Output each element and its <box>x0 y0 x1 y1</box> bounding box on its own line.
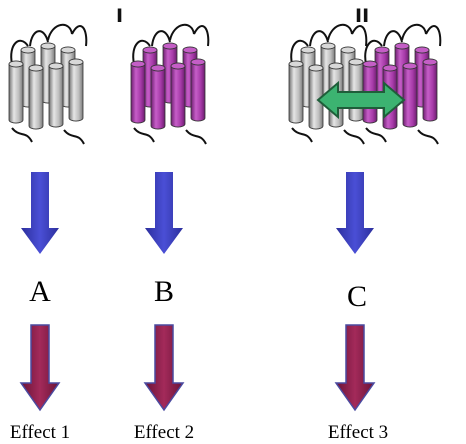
helix-cap <box>394 42 410 50</box>
helix-cap <box>340 46 356 54</box>
helix-cap <box>362 60 378 68</box>
helix-cap <box>402 62 418 70</box>
helix-cap <box>422 58 438 66</box>
helix-cylinder <box>422 61 438 122</box>
tail-line <box>417 129 439 145</box>
helix-cap <box>190 58 206 66</box>
loop-line <box>10 24 88 65</box>
effect-label-2: Effect 2 <box>134 422 194 443</box>
helix-cap <box>182 46 198 54</box>
purple-receptor-dimer-icon <box>362 24 442 145</box>
helix-cap <box>40 42 56 50</box>
tail-line <box>133 127 155 143</box>
helix-cap <box>308 64 324 72</box>
tail-line <box>11 127 33 143</box>
helix-cap <box>8 60 24 68</box>
purple-receptor-icon <box>130 24 210 145</box>
effect-label-1: Effect 1 <box>10 422 70 443</box>
helix-cap <box>320 42 336 50</box>
helix-cap <box>170 62 186 70</box>
helix-cylinder <box>402 65 418 128</box>
helix-cap <box>288 60 304 68</box>
helix-cylinder <box>8 63 24 124</box>
gray-receptor-dimer-icon <box>288 24 368 145</box>
helix-cylinder <box>150 67 166 130</box>
helix-cylinder <box>130 63 146 124</box>
outcome-letter-A: A <box>29 275 51 308</box>
tail-line <box>185 129 207 145</box>
helix-cap <box>60 46 76 54</box>
helix-cap <box>382 64 398 72</box>
maroon-arrow-icon <box>19 324 61 412</box>
helix-cap <box>374 46 390 54</box>
helix-cap <box>28 64 44 72</box>
gray-receptor-icon <box>8 24 88 145</box>
helix-cap <box>300 46 316 54</box>
tail-line <box>63 129 85 145</box>
tail-line <box>343 129 365 145</box>
tail-line <box>291 127 313 143</box>
helix-cap <box>150 64 166 72</box>
helix-cap <box>130 60 146 68</box>
helix-cap <box>328 62 344 70</box>
helix-cap <box>48 62 64 70</box>
maroon-arrow-icon <box>143 324 185 412</box>
helix-cylinder <box>68 61 84 122</box>
blue-arrow-icon <box>21 172 59 254</box>
helix-cap <box>142 46 158 54</box>
tail-line <box>365 127 387 143</box>
interaction-double-arrow-icon <box>316 80 406 120</box>
loop-line <box>290 24 368 65</box>
panel-label-I: I <box>116 5 123 27</box>
helix-cylinder <box>48 65 64 128</box>
effect-label-3: Effect 3 <box>328 422 388 443</box>
helix-cylinder <box>308 67 324 130</box>
maroon-arrow-icon <box>334 324 376 412</box>
helix-cylinder <box>170 65 186 128</box>
helix-cylinder <box>190 61 206 122</box>
outcome-letter-B: B <box>154 275 174 308</box>
loop-line <box>132 24 210 65</box>
blue-arrow-icon <box>336 172 374 254</box>
outcome-letter-C: C <box>347 280 367 313</box>
helix-cap <box>162 42 178 50</box>
helix-cylinder <box>28 67 44 130</box>
helix-cap <box>414 46 430 54</box>
helix-cap <box>20 46 36 54</box>
helix-cap <box>68 58 84 66</box>
helix-cylinder <box>288 63 304 124</box>
blue-arrow-icon <box>145 172 183 254</box>
helix-cap <box>348 58 364 66</box>
panel-label-II: II <box>355 5 369 27</box>
loop-line <box>364 24 442 65</box>
